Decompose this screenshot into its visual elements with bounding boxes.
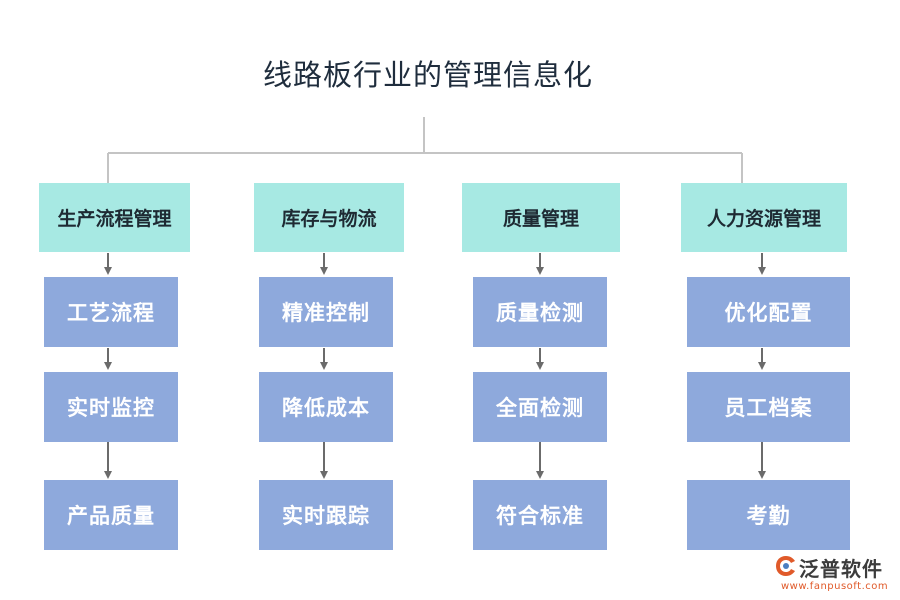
brand-url: www.fanpusoft.com bbox=[781, 581, 889, 592]
brand-logo: 泛普软件 www.fanpusoft.com bbox=[775, 553, 895, 595]
node-quality-inspection: 质量检测 bbox=[473, 277, 607, 347]
node-reduce-cost: 降低成本 bbox=[259, 372, 393, 442]
node-product-quality: 产品质量 bbox=[44, 480, 178, 550]
node-standards: 符合标准 bbox=[473, 480, 607, 550]
node-precise-control: 精准控制 bbox=[259, 277, 393, 347]
category-header-hr: 人力资源管理 bbox=[681, 183, 847, 252]
node-monitoring: 实时监控 bbox=[44, 372, 178, 442]
node-employee-records: 员工档案 bbox=[687, 372, 850, 442]
brand-name: 泛普软件 bbox=[799, 557, 883, 581]
node-optimize: 优化配置 bbox=[687, 277, 850, 347]
category-header-inventory: 库存与物流 bbox=[254, 183, 404, 252]
node-tracking: 实时跟踪 bbox=[259, 480, 393, 550]
node-full-inspection: 全面检测 bbox=[473, 372, 607, 442]
node-process: 工艺流程 bbox=[44, 277, 178, 347]
category-header-quality: 质量管理 bbox=[462, 183, 620, 252]
brand-mark-icon bbox=[776, 556, 795, 576]
node-attendance: 考勤 bbox=[687, 480, 850, 550]
diagram-title: 线路板行业的管理信息化 bbox=[262, 58, 593, 92]
category-header-production: 生产流程管理 bbox=[39, 183, 190, 252]
